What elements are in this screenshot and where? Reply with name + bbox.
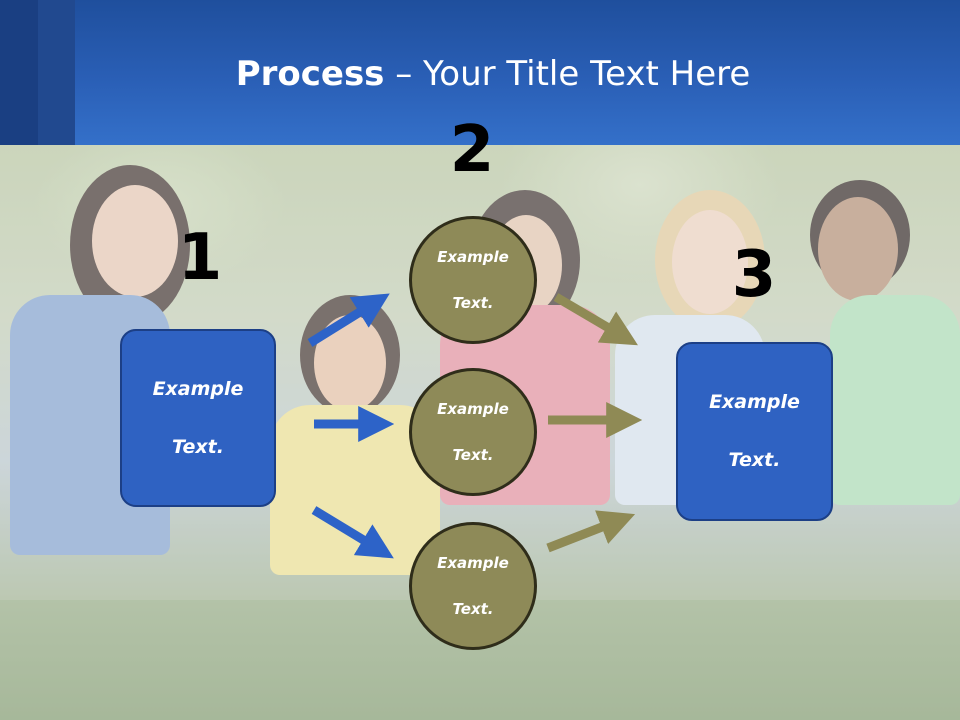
- title-rest: – Your Title Text Here: [384, 54, 751, 94]
- circle-bottom-line1: Example: [437, 553, 509, 572]
- arrow-blue-down: [311, 506, 394, 559]
- step-3-box-line1: Example: [709, 391, 800, 413]
- header-accent-strip: [0, 0, 38, 145]
- arrow-olive-down: [553, 293, 638, 346]
- header-band: [0, 0, 960, 145]
- circle-top-line2: Text.: [452, 293, 494, 312]
- title-bold: Process: [235, 54, 385, 94]
- circle-bottom-line2: Text.: [452, 599, 494, 618]
- step-number-1: 1: [177, 221, 223, 295]
- slide-title: Process – Your Title Text Here: [0, 52, 960, 96]
- circle-top-line1: Example: [437, 247, 509, 266]
- step-3-box-line2: Text.: [728, 449, 781, 471]
- step-number-3: 3: [731, 238, 777, 312]
- arrow-blue-up: [307, 293, 390, 347]
- circle-middle-line2: Text.: [452, 445, 494, 464]
- step-number-2: 2: [449, 113, 495, 187]
- circle-middle-line1: Example: [437, 399, 509, 418]
- arrow-olive-up: [546, 510, 636, 553]
- header-accent-strip-2: [38, 0, 75, 145]
- step-1-box-line2: Text.: [172, 435, 224, 458]
- step-1-box-line1: Example: [152, 377, 244, 400]
